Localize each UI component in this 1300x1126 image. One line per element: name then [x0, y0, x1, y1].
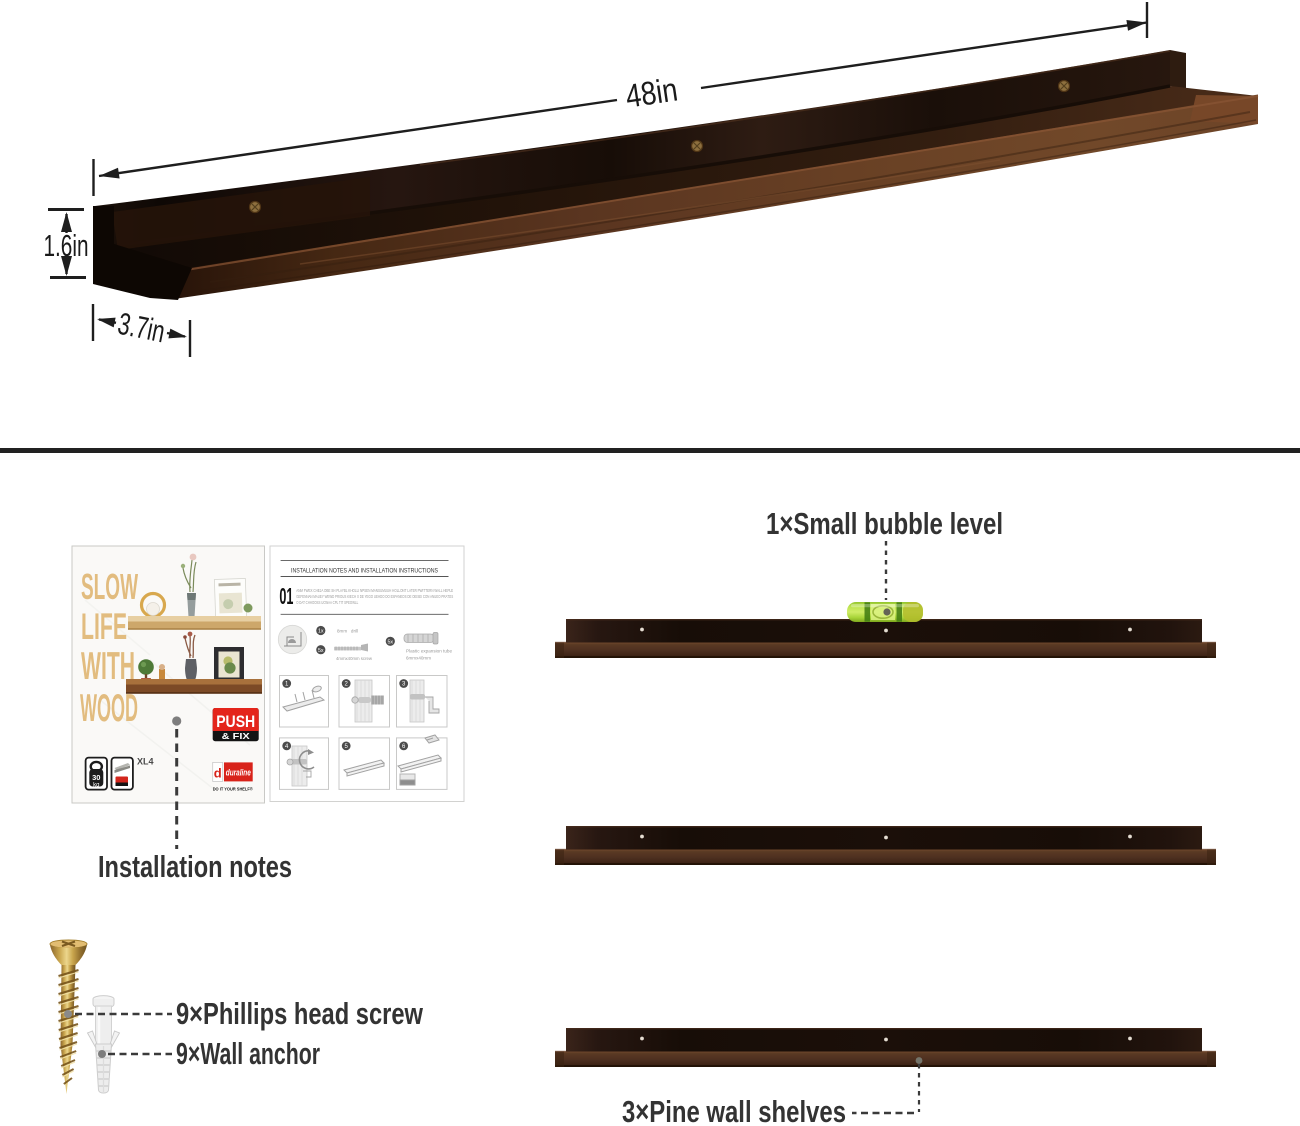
svg-text:1×Small bubble level: 1×Small bubble level: [766, 506, 1003, 541]
svg-text:GEFENNAN MAUEY WEWD PRIOUS KIE: GEFENNAN MAUEY WEWD PRIOUS KIECH X DE YE…: [296, 594, 453, 599]
svg-text:9×Wall anchor: 9×Wall anchor: [176, 1036, 320, 1071]
svg-text:5x: 5x: [387, 640, 393, 646]
svg-text:48in: 48in: [623, 70, 680, 114]
svg-text:4: 4: [285, 744, 289, 750]
svg-text:5: 5: [345, 744, 349, 750]
svg-text:6mmx40mm: 6mmx40mm: [406, 656, 431, 661]
svg-text:1x: 1x: [318, 629, 324, 635]
svg-text:XL4: XL4: [137, 757, 154, 767]
svg-text:d: d: [214, 766, 222, 781]
svg-text:3.7in: 3.7in: [115, 306, 168, 350]
svg-text:1: 1: [285, 682, 289, 688]
svg-text:ANM FWEX CHEJA OBE SH PLAYBL K: ANM FWEX CHEJA OBE SH PLAYBL KHOLLI NPSE…: [296, 588, 453, 593]
svg-text:9×Phillips head screw: 9×Phillips head screw: [176, 996, 424, 1031]
svg-text:INSTALLATION NOTES AND INSTALL: INSTALLATION NOTES AND INSTALLATION INST…: [291, 568, 438, 575]
svg-text:4mmx40mm screw: 4mmx40mm screw: [336, 656, 373, 661]
svg-text:Installation notes: Installation notes: [98, 849, 292, 884]
svg-text:WOOD: WOOD: [80, 687, 138, 730]
svg-text:3×Pine wall shelves: 3×Pine wall shelves: [622, 1094, 846, 1126]
svg-text:duraline: duraline: [226, 768, 251, 778]
svg-text:& FIX: & FIX: [222, 731, 250, 741]
svg-text:PUSH: PUSH: [216, 713, 255, 731]
svg-text:DO IT YOUR SHELF®: DO IT YOUR SHELF®: [213, 786, 254, 792]
svg-text:6: 6: [402, 744, 406, 750]
svg-text:1.6in: 1.6in: [44, 228, 89, 263]
svg-text:5x: 5x: [318, 648, 324, 654]
svg-text:01: 01: [279, 583, 293, 609]
svg-text:LIFE: LIFE: [81, 606, 127, 647]
svg-text:Plastic expansion tube: Plastic expansion tube: [406, 649, 452, 654]
svg-text:3: 3: [402, 682, 406, 688]
svg-text:SLOW: SLOW: [81, 566, 138, 607]
svg-text:O DAT CHHOOSS UCWAA CPL TIT SP: O DAT CHHOOSS UCWAA CPL TIT SPEOWLL: [296, 600, 358, 605]
svg-text:2: 2: [345, 682, 349, 688]
svg-text:30: 30: [92, 773, 100, 782]
svg-text:8mm drill: 8mm drill: [337, 629, 358, 635]
svg-text:kg: kg: [93, 783, 99, 789]
